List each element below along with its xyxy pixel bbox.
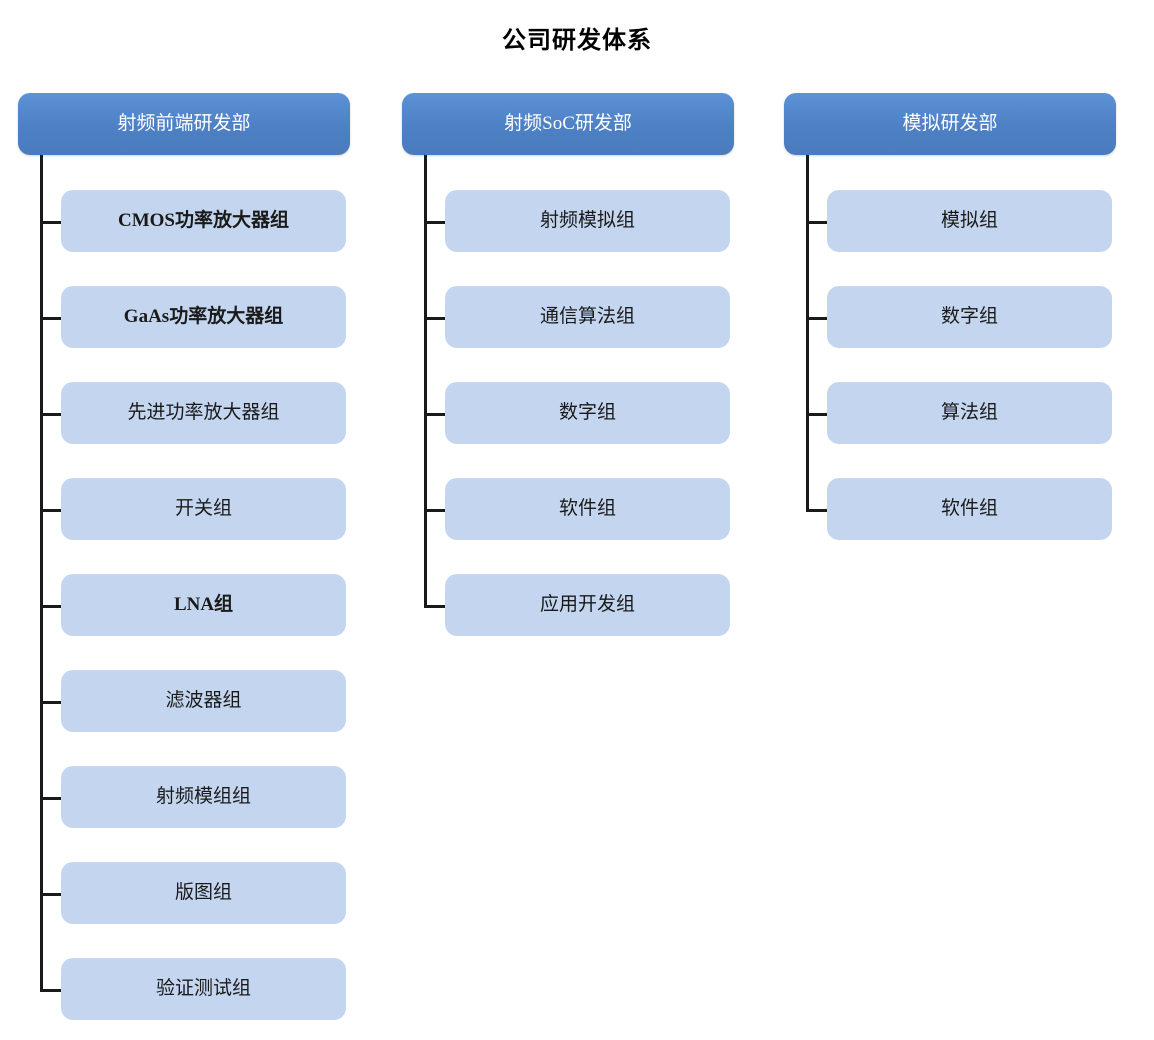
connector-stub-0-7 [40, 893, 64, 896]
dept-header-1[interactable]: 射频SoC研发部 [402, 93, 734, 155]
org-column-1: 射频SoC研发部射频模拟组通信算法组数字组软件组应用开发组 [384, 0, 744, 1040]
connector-stub-0-0 [40, 221, 64, 224]
team-box-2-0[interactable]: 模拟组 [827, 190, 1112, 252]
team-box-1-3[interactable]: 软件组 [445, 478, 730, 540]
team-box-2-1[interactable]: 数字组 [827, 286, 1112, 348]
team-box-0-7[interactable]: 版图组 [61, 862, 346, 924]
team-box-0-3[interactable]: 开关组 [61, 478, 346, 540]
connector-stub-0-2 [40, 413, 64, 416]
connector-stub-0-8 [40, 989, 64, 992]
connector-stub-0-3 [40, 509, 64, 512]
connector-stub-1-2 [424, 413, 448, 416]
connector-trunk-1 [424, 155, 427, 605]
dept-header-2[interactable]: 模拟研发部 [784, 93, 1116, 155]
connector-stub-2-3 [806, 509, 830, 512]
connector-stub-0-5 [40, 701, 64, 704]
team-box-0-2[interactable]: 先进功率放大器组 [61, 382, 346, 444]
team-box-0-1[interactable]: GaAs功率放大器组 [61, 286, 346, 348]
team-box-1-1[interactable]: 通信算法组 [445, 286, 730, 348]
connector-stub-0-4 [40, 605, 64, 608]
team-box-2-3[interactable]: 软件组 [827, 478, 1112, 540]
connector-stub-1-1 [424, 317, 448, 320]
connector-stub-0-1 [40, 317, 64, 320]
team-box-2-2[interactable]: 算法组 [827, 382, 1112, 444]
connector-stub-1-3 [424, 509, 448, 512]
team-box-0-0[interactable]: CMOS功率放大器组 [61, 190, 346, 252]
connector-stub-2-1 [806, 317, 830, 320]
team-box-0-4[interactable]: LNA组 [61, 574, 346, 636]
dept-header-0[interactable]: 射频前端研发部 [18, 93, 350, 155]
team-box-1-4[interactable]: 应用开发组 [445, 574, 730, 636]
connector-stub-1-0 [424, 221, 448, 224]
connector-stub-2-0 [806, 221, 830, 224]
team-box-0-5[interactable]: 滤波器组 [61, 670, 346, 732]
org-column-0: 射频前端研发部 CMOS功率放大器组 GaAs功率放大器组先进功率放大器组开关组 LN… [0, 0, 360, 1040]
team-box-1-0[interactable]: 射频模拟组 [445, 190, 730, 252]
connector-trunk-0 [40, 155, 43, 989]
page-title: 公司研发体系 [502, 27, 652, 54]
team-box-0-8[interactable]: 验证测试组 [61, 958, 346, 1020]
connector-stub-1-4 [424, 605, 448, 608]
connector-stub-2-2 [806, 413, 830, 416]
connector-trunk-2 [806, 155, 809, 509]
connector-stub-0-6 [40, 797, 64, 800]
org-column-2: 模拟研发部模拟组数字组算法组软件组 [766, 0, 1126, 1040]
team-box-1-2[interactable]: 数字组 [445, 382, 730, 444]
team-box-0-6[interactable]: 射频模组组 [61, 766, 346, 828]
